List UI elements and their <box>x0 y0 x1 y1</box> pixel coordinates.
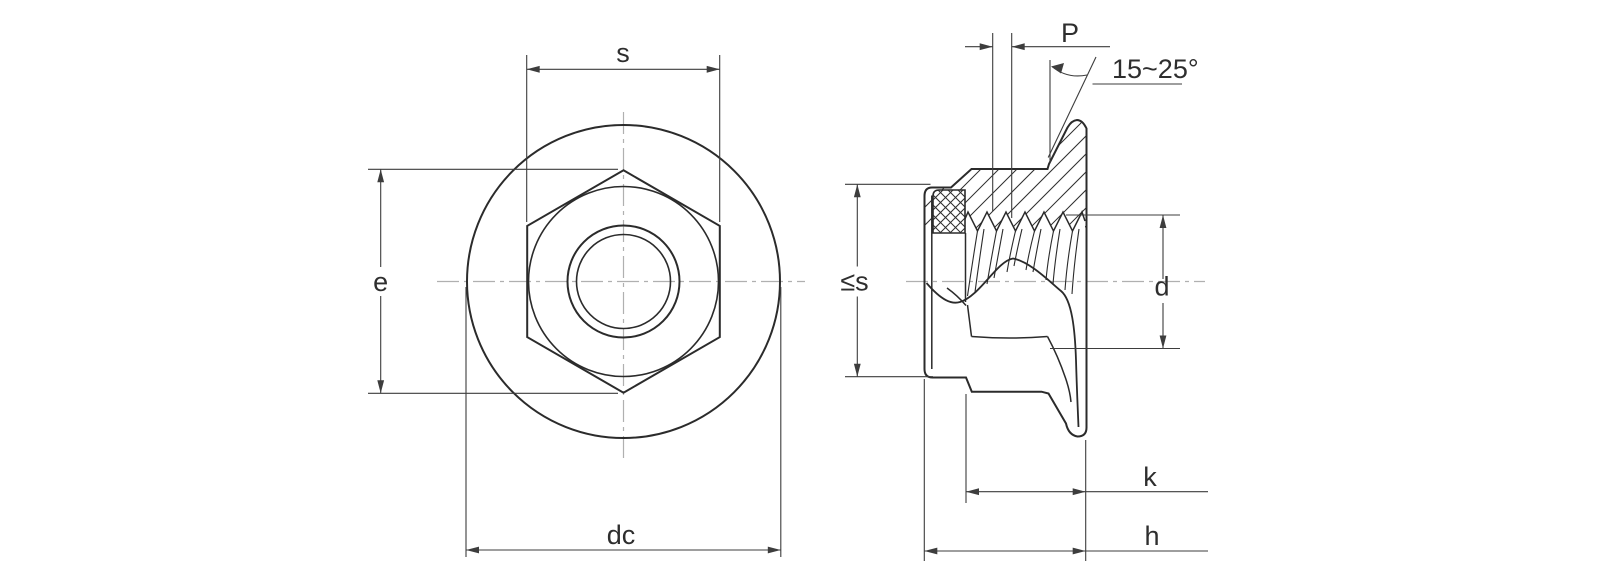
arrow-down <box>377 380 385 394</box>
hatch-line <box>933 221 965 233</box>
hatch-line <box>1084 120 1087 234</box>
label-dc: dc <box>607 520 636 550</box>
label-angle: 15~25° <box>1112 54 1199 84</box>
hatch-line <box>924 120 1051 234</box>
dimension-p: P <box>965 18 1110 218</box>
side-view <box>906 118 1205 438</box>
arrow-right <box>767 546 781 554</box>
flange-circle <box>466 124 781 439</box>
label-e: e <box>373 267 388 297</box>
hatch-line <box>933 190 965 211</box>
dimension-k: k <box>965 394 1208 561</box>
arrow-left <box>466 546 479 554</box>
hatch-line <box>933 190 965 191</box>
front-view <box>437 112 805 460</box>
arrow-left <box>1011 43 1025 51</box>
hatch-line <box>933 190 965 233</box>
label-max-width: ≤s <box>840 267 868 297</box>
dimension-max-width: ≤s <box>840 183 933 378</box>
hatch-line <box>933 191 965 231</box>
label-h: h <box>1144 521 1159 551</box>
hatch-line <box>940 120 1087 234</box>
chamfer-silhouette <box>946 287 967 306</box>
hatch-line <box>1048 120 1087 234</box>
hatch-line <box>924 120 979 234</box>
hatch-line <box>924 120 943 234</box>
chamfer-circle <box>527 185 720 378</box>
dimension-d: d <box>1050 214 1180 350</box>
hatch-line <box>1066 120 1087 234</box>
arrow-left <box>526 65 540 73</box>
label-d: d <box>1154 272 1169 302</box>
arrow-down <box>1159 335 1167 349</box>
label-k: k <box>1143 462 1157 492</box>
arrow-left <box>924 547 938 555</box>
hatch-line <box>933 190 947 233</box>
hexagon <box>526 169 721 394</box>
dimension-h: h <box>923 379 1208 561</box>
label-s: s <box>616 38 630 68</box>
hatch-line <box>933 190 965 233</box>
arrow-right <box>706 65 720 73</box>
hatch-line <box>924 120 961 234</box>
thread-teeth <box>964 210 1086 233</box>
arrow-arc <box>1051 63 1064 74</box>
hatch-line <box>924 120 1069 234</box>
dimension-angle: 15~25° <box>1047 54 1199 163</box>
dimension-s: s <box>526 38 721 222</box>
dimension-dc: dc <box>465 287 782 557</box>
hatch-line <box>946 190 965 233</box>
hatch-line <box>933 190 965 201</box>
bore-silhouette <box>925 257 1080 428</box>
arrow-right <box>1072 547 1086 555</box>
hatch-line <box>933 211 965 233</box>
bore-cylinder-edge <box>971 335 1048 339</box>
arrow-up <box>1159 215 1167 228</box>
thread-hole-circle <box>575 233 672 330</box>
arrow-left <box>966 488 979 496</box>
hatch-line <box>933 231 965 233</box>
dimension-e: e <box>368 168 618 394</box>
flange-inner-cone <box>1046 336 1072 403</box>
insert-square <box>932 189 966 234</box>
hatch-line <box>933 190 965 221</box>
arrow-up <box>377 169 385 183</box>
nut-outline <box>923 118 1088 438</box>
hatch-line <box>933 190 957 233</box>
arrow-down <box>853 363 861 377</box>
hatch-line <box>994 120 1087 234</box>
arrow-right <box>979 43 993 51</box>
hatch-line <box>933 190 937 233</box>
countersink-circle <box>566 224 681 339</box>
arrow-right <box>1072 488 1086 496</box>
label-p: P <box>1061 18 1079 48</box>
crosshatch-insert <box>933 190 965 233</box>
hatch-line <box>1030 120 1087 234</box>
bore-step-edge <box>966 304 973 337</box>
arrow-up <box>853 184 861 198</box>
hatch-line <box>933 201 965 233</box>
